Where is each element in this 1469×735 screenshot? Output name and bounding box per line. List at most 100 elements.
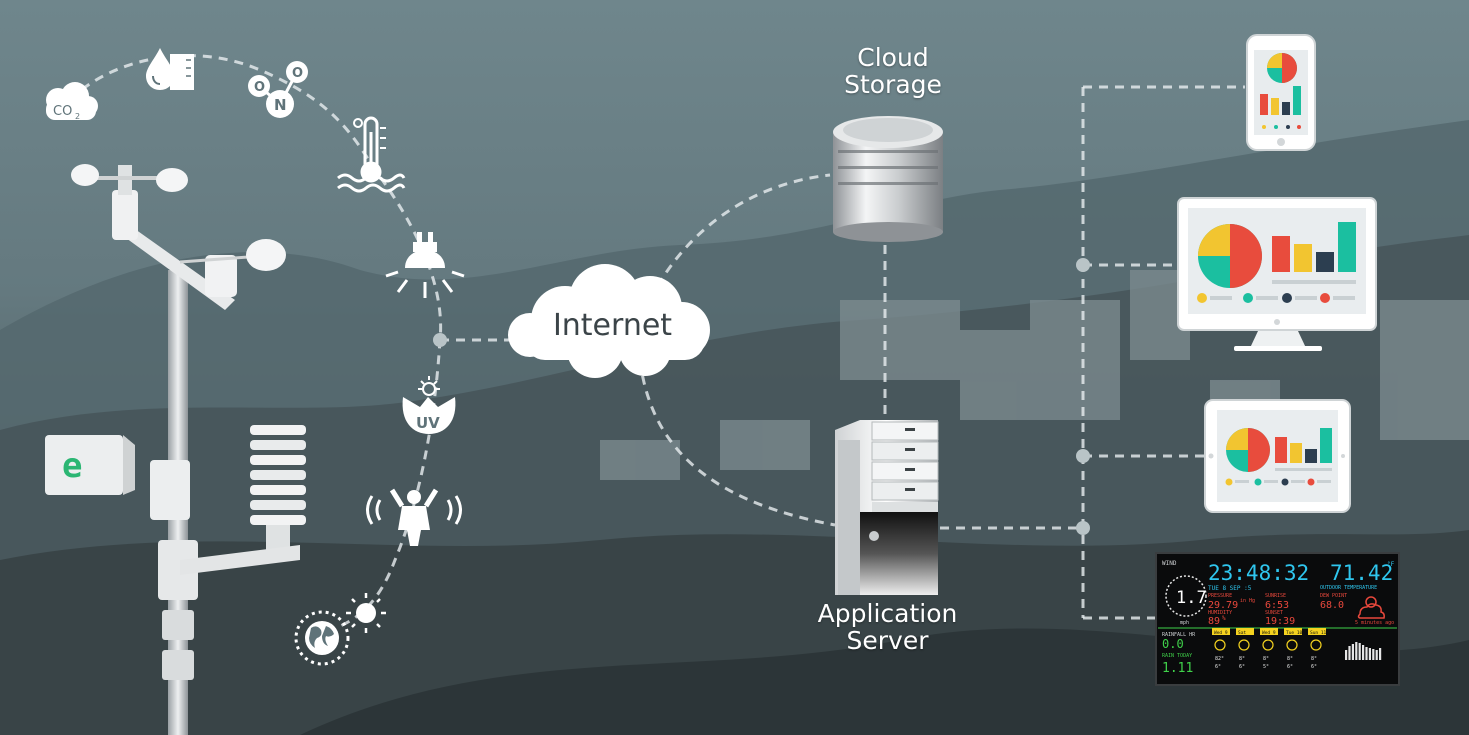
bus-dot-tablet bbox=[1076, 449, 1090, 463]
console-bar bbox=[1372, 649, 1375, 660]
application-server-label-line1: Application bbox=[817, 599, 958, 628]
console-sunset-label: SUNSET bbox=[1265, 610, 1283, 616]
console-pressure: 29.79 bbox=[1208, 600, 1238, 611]
console-dewpoint-label: DEW POINT bbox=[1320, 593, 1347, 599]
console-forecast-day: Sun 11 bbox=[1310, 630, 1327, 636]
bus-dot-server bbox=[1076, 521, 1090, 535]
console-time: 23:48:32 bbox=[1208, 561, 1309, 585]
co2-subscript: 2 bbox=[75, 112, 80, 121]
console-dewpoint: 68.0 bbox=[1320, 600, 1344, 611]
console-rainfall-label: RAINFALL HR bbox=[1162, 632, 1196, 638]
application-server-label: Application Server bbox=[805, 600, 970, 654]
bus-dot-monitor bbox=[1076, 258, 1090, 272]
console-bar bbox=[1375, 650, 1378, 660]
console-forecast-weather-icon bbox=[1214, 639, 1226, 651]
no2-o1: O bbox=[254, 80, 265, 95]
sensor-box-logo: e bbox=[62, 446, 82, 486]
console-rain-today: 1.11 bbox=[1162, 661, 1193, 676]
no2-molecule-icon: O O N bbox=[248, 61, 308, 118]
console-forecast-low: 6° bbox=[1311, 664, 1317, 670]
console-forecast-day: Wed 9 bbox=[1214, 630, 1228, 636]
water-temperature-icon bbox=[337, 116, 406, 193]
tablet-device bbox=[1204, 399, 1351, 513]
console-sunset: 19:39 bbox=[1265, 616, 1295, 627]
console-humidity-label: HUMIDITY bbox=[1208, 610, 1232, 616]
application-server bbox=[835, 420, 939, 595]
no2-n: N bbox=[274, 96, 287, 114]
console-wind-label: WIND bbox=[1162, 560, 1177, 567]
smartphone-device bbox=[1246, 34, 1316, 151]
console-forecast-icon bbox=[1357, 596, 1385, 619]
earthquake-vibration-icon bbox=[366, 488, 462, 546]
console-forecast-day-tag bbox=[1260, 628, 1278, 635]
console-forecast-high: 8° bbox=[1311, 656, 1317, 662]
no2-o2: O bbox=[292, 66, 303, 81]
console-forecast-weather-icon bbox=[1262, 639, 1274, 651]
console-forecast-high: 8° bbox=[1263, 656, 1269, 662]
console-pressure-unit: in Hg bbox=[1240, 598, 1255, 604]
console-pressure-label: PRESSURE bbox=[1208, 593, 1232, 599]
co2-icon: CO 2 bbox=[46, 82, 98, 121]
console-forecast-day-tag bbox=[1308, 628, 1326, 635]
console-wind-dial bbox=[1165, 575, 1207, 617]
console-date: TUE 8 SEP :5 bbox=[1208, 585, 1252, 592]
console-forecast-weather-icon bbox=[1286, 639, 1298, 651]
console-temperature: 71.42 bbox=[1330, 561, 1393, 585]
arc-junction-dot bbox=[433, 333, 447, 347]
cloud-storage-label-line1: Cloud bbox=[857, 43, 929, 72]
console-humidity: 89 bbox=[1208, 616, 1220, 627]
cloud-storage-label: Cloud Storage bbox=[828, 44, 958, 98]
console-sunrise: 6:53 bbox=[1265, 600, 1289, 611]
anemometer-cup-left bbox=[71, 164, 99, 186]
console-humidity-unit: % bbox=[1222, 615, 1226, 622]
light-bulb-icon bbox=[385, 232, 465, 298]
console-bar bbox=[1348, 646, 1351, 660]
weather-console-device: WIND 1.7 mph 23:48:32 TUE 8 SEP :5 71.42… bbox=[1155, 552, 1400, 686]
console-forecast-day-tag bbox=[1236, 628, 1254, 635]
water-level-icon bbox=[146, 48, 194, 90]
console-wind-unit: mph bbox=[1180, 620, 1189, 626]
console-bar bbox=[1368, 648, 1371, 660]
global-weather-icon bbox=[294, 593, 386, 666]
uv-text: UV bbox=[416, 414, 440, 432]
internet-cloud bbox=[508, 264, 710, 378]
console-bar-graph bbox=[1345, 642, 1382, 660]
console-forecast-high: 82° bbox=[1215, 656, 1224, 662]
console-bar bbox=[1351, 644, 1354, 660]
console-bar bbox=[1355, 642, 1358, 660]
console-forecast-day: Tue 10 bbox=[1286, 630, 1303, 636]
console-forecast-note: 5 minutes ago bbox=[1355, 620, 1394, 626]
console-forecast-low: 6° bbox=[1239, 664, 1245, 670]
console-forecast-day: Sat bbox=[1238, 630, 1246, 636]
application-server-label-line2: Server bbox=[846, 626, 929, 655]
internet-to-storage-connector bbox=[648, 173, 831, 301]
console-sunrise-label: SUNRISE bbox=[1265, 593, 1286, 599]
console-forecast-low: 6° bbox=[1287, 664, 1293, 670]
console-rain-today-label: RAIN TODAY bbox=[1162, 653, 1192, 659]
radiation-shield bbox=[180, 425, 306, 575]
console-bar bbox=[1362, 645, 1365, 660]
internet-to-server-connector bbox=[638, 359, 836, 527]
cloud-storage-label-line2: Storage bbox=[844, 70, 942, 99]
console-bar bbox=[1365, 647, 1368, 660]
console-forecast-day-tag bbox=[1284, 628, 1302, 635]
console-forecast-day-tag bbox=[1212, 628, 1230, 635]
console-bar bbox=[1379, 648, 1382, 660]
console-rainfall: 0.0 bbox=[1162, 637, 1184, 651]
console-bar bbox=[1358, 643, 1361, 660]
console-temperature-unit: °F bbox=[1387, 561, 1395, 568]
console-temperature-label: OUTDOOR TEMPERATURE bbox=[1320, 585, 1377, 591]
console-forecast-low: 6° bbox=[1215, 664, 1221, 670]
anemometer-cup-right bbox=[156, 168, 188, 192]
console-forecast-weather-icon bbox=[1310, 639, 1322, 651]
weather-station: e bbox=[45, 164, 306, 735]
cloud-storage-database bbox=[833, 116, 943, 242]
console-forecast-high: 8° bbox=[1239, 656, 1245, 662]
console-forecast-weather-icon bbox=[1238, 639, 1250, 651]
sensor-box: e bbox=[45, 435, 135, 495]
wind-vane-tail bbox=[246, 239, 286, 271]
desktop-monitor-device bbox=[1177, 197, 1377, 351]
console-wind-speed: 1.7 bbox=[1176, 588, 1207, 608]
